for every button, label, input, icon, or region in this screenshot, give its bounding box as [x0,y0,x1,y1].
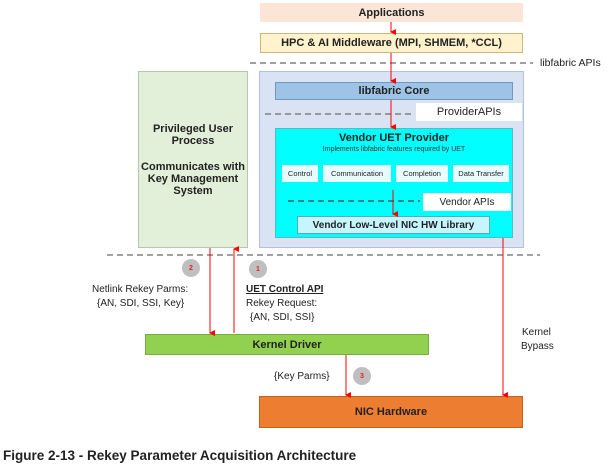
feature-data-transfer: Data Transfer [453,165,509,182]
step-1-label-line-2: {AN, SDI, SSI} [250,312,315,323]
feature-control: Control [282,165,318,182]
step-1-label-line-1: Rekey Request: [246,298,318,309]
privileged-line-3: Communicates with [141,160,245,173]
privileged-line-1: Privileged User [152,122,234,135]
vendor-apis-label: Vendor APIs [423,193,511,211]
feature-communication: Communication [323,165,391,182]
privileged-line-5: System [173,184,213,197]
step-2-badge: 2 [182,259,200,277]
step-3-badge: 3 [353,367,371,385]
privileged-line-2: Process [171,134,215,147]
libfabric-apis-label: libfabric APIs [540,57,601,69]
vendor-uet-provider-box: Vendor UET Provider Implements libfabric… [275,128,513,238]
nic-hardware-box: NIC Hardware [259,396,523,428]
privileged-line-4: Key Management [147,172,239,185]
kernel-bypass-label-line-2: Bypass [521,341,554,352]
kernel-bypass-label-line-1: Kernel [522,327,551,338]
step-3-label: {Key Parms} [274,371,330,382]
step-2-label-line-1: Netlink Rekey Parms: [92,284,189,295]
privileged-user-process-box: Privileged User Process Communicates wit… [138,71,248,248]
step-1-title: UET Control API [246,284,324,295]
step-2-label-line-2: {AN, SDI, SSI, Key} [97,298,185,309]
kernel-driver-box: Kernel Driver [145,334,429,355]
provider-apis-label: ProviderAPIs [416,103,522,121]
libfabric-core-box: libfabric Core [275,82,513,100]
vendor-provider-subtitle: Implements libfabric features required b… [322,146,466,153]
figure-caption: Figure 2-13 - Rekey Parameter Acquisitio… [3,448,357,463]
vendor-provider-title: Vendor UET Provider [338,132,450,144]
feature-completion: Completion [396,165,448,182]
applications-box: Applications [260,3,523,22]
step-1-badge: 1 [249,260,267,278]
